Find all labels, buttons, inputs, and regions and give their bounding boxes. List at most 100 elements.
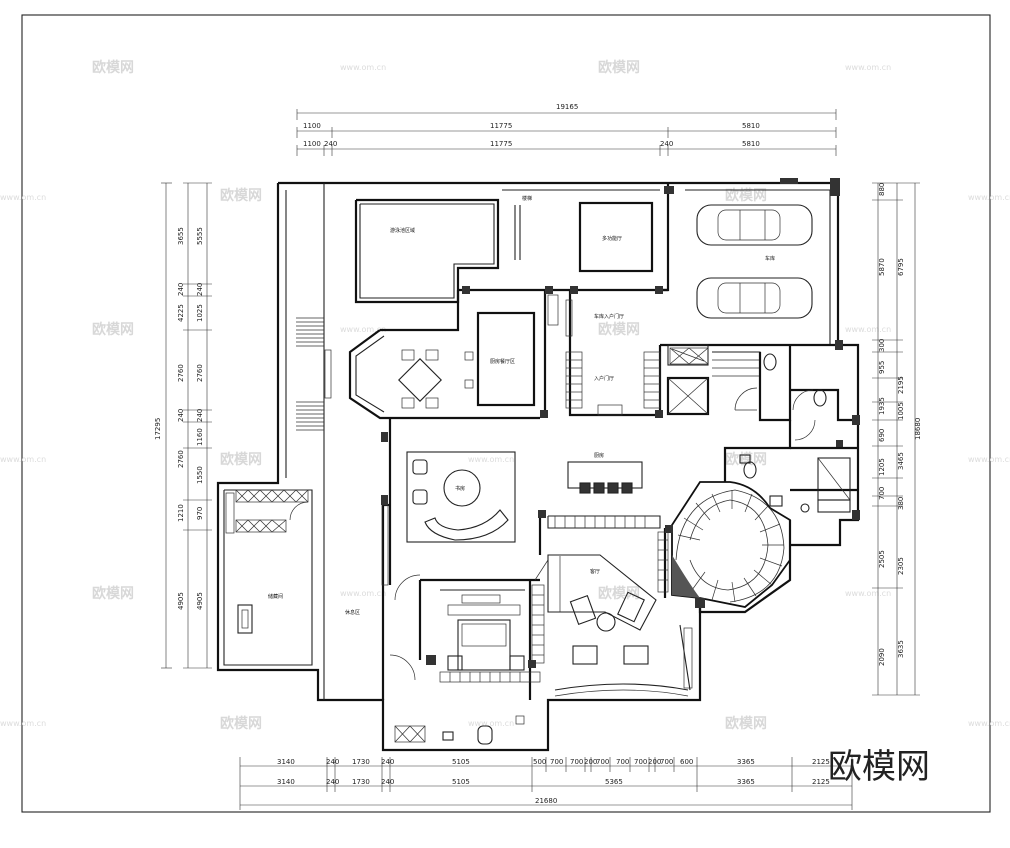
dim-left-i-0: 5555 (196, 227, 204, 245)
kitchen-cabinets (547, 294, 661, 416)
island (567, 461, 643, 494)
dim-left-i-1: 240 (196, 283, 204, 296)
dim-right-o-2: 1935 (878, 397, 886, 415)
watermark-logo: 欧模网 (92, 59, 134, 76)
watermark-logo: 欧模网 (598, 321, 640, 338)
top-dimensions: 19165 1100 11775 5810 1100 240 11775 240… (296, 103, 837, 156)
dim-bot-r2-2: 1730 (352, 778, 370, 786)
dim-left-i-2: 1025 (196, 304, 204, 322)
dim-bot-r2-1: 240 (326, 778, 339, 786)
watermark-url: www.om.cn (468, 455, 514, 464)
watermark-logo: 欧模网 (598, 585, 640, 602)
left-terrace-slats (296, 317, 389, 586)
watermark-logo: 欧模网 (92, 321, 134, 338)
watermark-logo: 欧模网 (220, 451, 262, 468)
dim-top-r2-0: 1100 (303, 140, 321, 148)
dim-right-o-0: 5870 (878, 258, 886, 276)
watermark-url: www.om.cn (845, 589, 891, 598)
dim-right-i-11: 2090 (878, 648, 886, 666)
dim-bot-r1-0: 3140 (277, 758, 295, 766)
watermark-logo: 欧模网 (725, 715, 767, 732)
dim-bot-r1-17: 2125 (812, 758, 830, 766)
dim-right-overall: 18680 (914, 418, 922, 440)
watermark-url: www.om.cn (340, 589, 386, 598)
dim-bot-r1-16: 3365 (737, 758, 755, 766)
dim-bot-r1-15: 600 (680, 758, 693, 766)
dim-bot-r1-5: 500 (533, 758, 546, 766)
annex-cabinets (225, 489, 309, 534)
dining-counter-box (476, 311, 536, 407)
watermark-url: www.om.cn (845, 325, 891, 334)
dim-right-o-3: 3465 (897, 452, 905, 470)
dim-bot-r1-6: 700 (550, 758, 563, 766)
dim-top-overall: 19165 (556, 103, 578, 111)
dim-top-r2-4: 5810 (742, 140, 760, 148)
room-labels: 游泳池区域 多功能厅 车库 楼梯 车库入户门厅 入户门厅 厨房餐厅区 厨房 客厅… (268, 195, 775, 616)
dim-left-i-4: 240 (196, 409, 204, 422)
watermark-url: www.om.cn (468, 719, 514, 728)
left-dimensions: 17295 3655 240 4225 2760 240 2760 1210 4… (154, 182, 212, 669)
dining-set (398, 349, 474, 409)
watermark-logo: 欧模网 (725, 187, 767, 204)
dim-left-o-1: 240 (177, 283, 185, 296)
label-lift-hall: 车库入户门厅 (594, 313, 624, 320)
dim-top-r1-2: 5810 (742, 122, 760, 130)
annex-fixture (237, 604, 253, 634)
watermarks: 欧模网 www.om.cn 欧模网 www.om.cn 欧模网 欧模网 www.… (0, 59, 1010, 732)
car-top (696, 204, 813, 246)
dim-bot-r1-13: 700 (660, 758, 673, 766)
watermark-url: www.om.cn (0, 719, 46, 728)
dim-right-o-5: 3635 (897, 640, 905, 658)
dim-top-r2-2: 11775 (490, 140, 512, 148)
dim-right-i-6: 1005 (897, 402, 905, 420)
bed-set (442, 594, 525, 745)
dim-bot-r2-4: 5105 (452, 778, 470, 786)
watermark-url: www.om.cn (340, 63, 386, 72)
cabinet-strip (547, 515, 661, 529)
dim-left-overall: 17295 (154, 418, 162, 440)
dim-right-i-0: 880 (878, 183, 886, 196)
dim-right-i-9: 380 (897, 497, 905, 510)
furniture (237, 204, 813, 745)
label-game-room: 多功能厅 (602, 235, 622, 242)
label-dining: 厨房餐厅区 (490, 358, 515, 365)
right-dimensions: 18680 880 5870 300 955 1935 690 1205 700… (872, 183, 922, 696)
dim-right-i-5: 690 (878, 429, 886, 442)
dim-bot-r1-10: 700 (616, 758, 629, 766)
dim-bot-r2-7: 2125 (812, 778, 830, 786)
living-set (547, 554, 657, 665)
dim-left-o-7: 4905 (177, 592, 185, 610)
spiral-stair-outline (671, 481, 791, 608)
label-study: 书房 (455, 485, 465, 492)
watermark-logo: 欧模网 (725, 451, 767, 468)
brand-logo: 欧模网 (828, 747, 930, 787)
dim-bot-r1-7: 700 (570, 758, 583, 766)
label-kitchen: 厨房 (594, 452, 604, 459)
dim-right-i-8: 700 (878, 487, 886, 500)
living-cabinets (394, 347, 709, 743)
label-top-stair: 楼梯 (522, 195, 532, 202)
dim-left-i-7: 970 (196, 507, 204, 520)
car-bottom (696, 277, 813, 319)
dim-bot-r1-12: 200 (648, 758, 661, 766)
walls (216, 178, 860, 752)
study-set (406, 451, 516, 543)
watermark-url: www.om.cn (845, 63, 891, 72)
dim-bot-r1-3: 240 (381, 758, 394, 766)
dim-bot-r1-8: 200 (584, 758, 597, 766)
dim-left-o-3: 2760 (177, 364, 185, 382)
dim-top-r1-1: 11775 (490, 122, 512, 130)
dim-bot-r1-2: 1730 (352, 758, 370, 766)
dim-left-o-0: 3655 (177, 227, 185, 245)
dim-top-r1-0: 1100 (303, 122, 321, 130)
dim-right-o-4: 2505 (878, 550, 886, 568)
watermark-url: www.om.cn (968, 455, 1010, 464)
watermark-url: www.om.cn (340, 325, 386, 334)
watermark-logo: 欧模网 (92, 585, 134, 602)
watermark-url: www.om.cn (0, 193, 46, 202)
dim-bot-r2-0: 3140 (277, 778, 295, 786)
dim-left-o-2: 4225 (177, 304, 185, 322)
dim-left-o-5: 2760 (177, 450, 185, 468)
dim-bot-r1-4: 5105 (452, 758, 470, 766)
